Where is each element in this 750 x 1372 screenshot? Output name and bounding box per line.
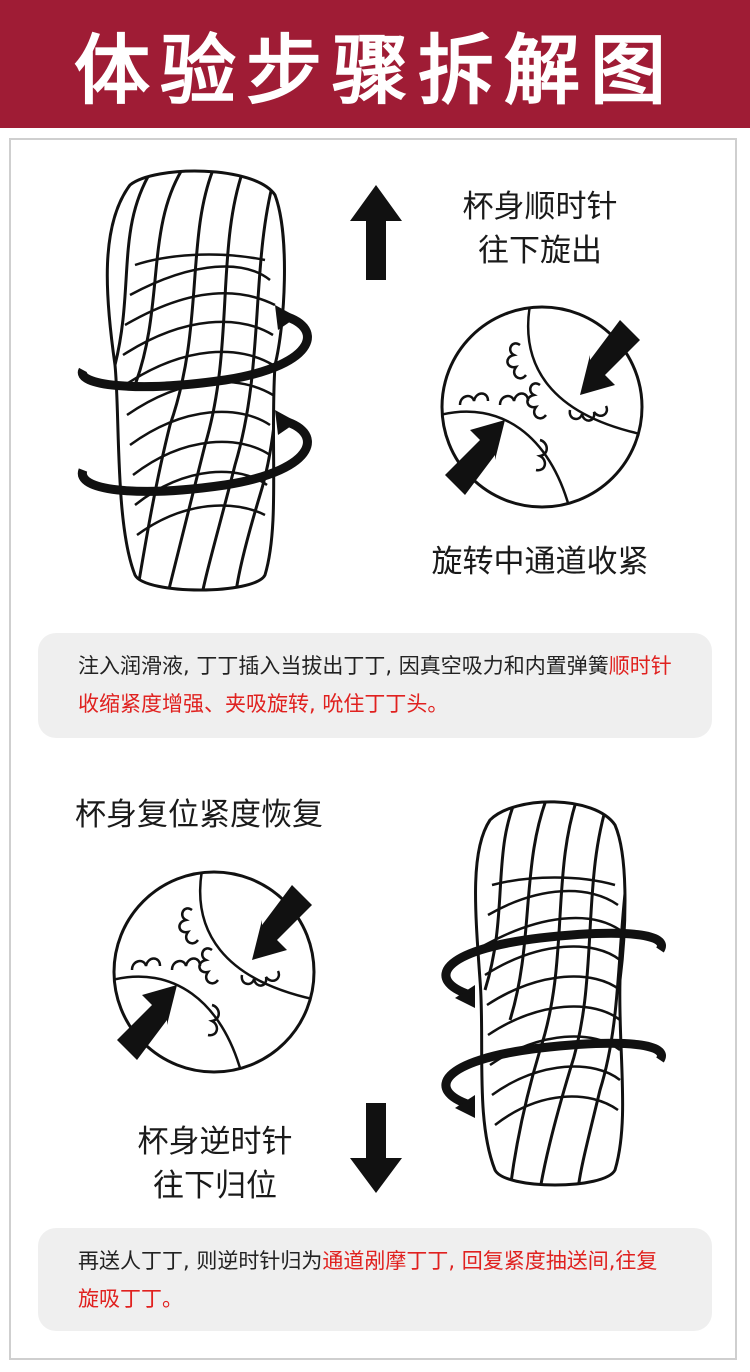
step1-note: 注入润滑液, 丁丁插入当拔出丁丁, 因真空吸力和内置弹簧顺时针收缩紧度增强、夹吸… <box>38 633 712 738</box>
step2-note-text: 再送人丁丁, 则逆时针归为 <box>78 1249 323 1273</box>
step1-note-text: 注入润滑液, 丁丁插入当拔出丁丁, 因真空吸力和内置弹簧 <box>78 654 609 678</box>
page-title: 体验步骤拆解图 <box>74 26 676 115</box>
step2-note-highlight: 通道剐摩丁丁, 回复紧度抽送间,往复旋吸丁丁。 <box>78 1249 658 1311</box>
step2-top-caption: 杯身复位紧度恢复 <box>75 797 323 833</box>
arrow-down-icon <box>350 1103 402 1193</box>
step2-caption: 杯身逆时针 往下归位 <box>115 1120 315 1208</box>
cup-illustration-clockwise <box>77 169 312 592</box>
channel-detail-circle-1 <box>440 305 644 509</box>
step1-caption-line1: 杯身顺时针 <box>462 189 618 225</box>
channel-detail-circle-2 <box>112 870 316 1074</box>
step1-detail-caption: 旋转中通道收紧 <box>431 544 649 580</box>
step2-note: 再送人丁丁, 则逆时针归为通道剐摩丁丁, 回复紧度抽送间,往复旋吸丁丁。 <box>38 1228 712 1331</box>
header-banner: 体验步骤拆解图 <box>0 0 750 128</box>
content-frame <box>9 138 737 1360</box>
step1-note-highlight: 顺时针收缩紧度增强、夹吸旋转, 吮住丁丁头。 <box>78 654 672 716</box>
arrow-up-icon <box>350 185 402 280</box>
step2-caption-line2: 往下归位 <box>153 1168 277 1204</box>
step2-caption-line1: 杯身逆时针 <box>137 1124 293 1160</box>
step1-caption-line2: 往下旋出 <box>478 233 602 269</box>
cup-illustration-counterclockwise <box>441 800 666 1187</box>
step1-caption: 杯身顺时针 往下旋出 <box>440 185 640 273</box>
